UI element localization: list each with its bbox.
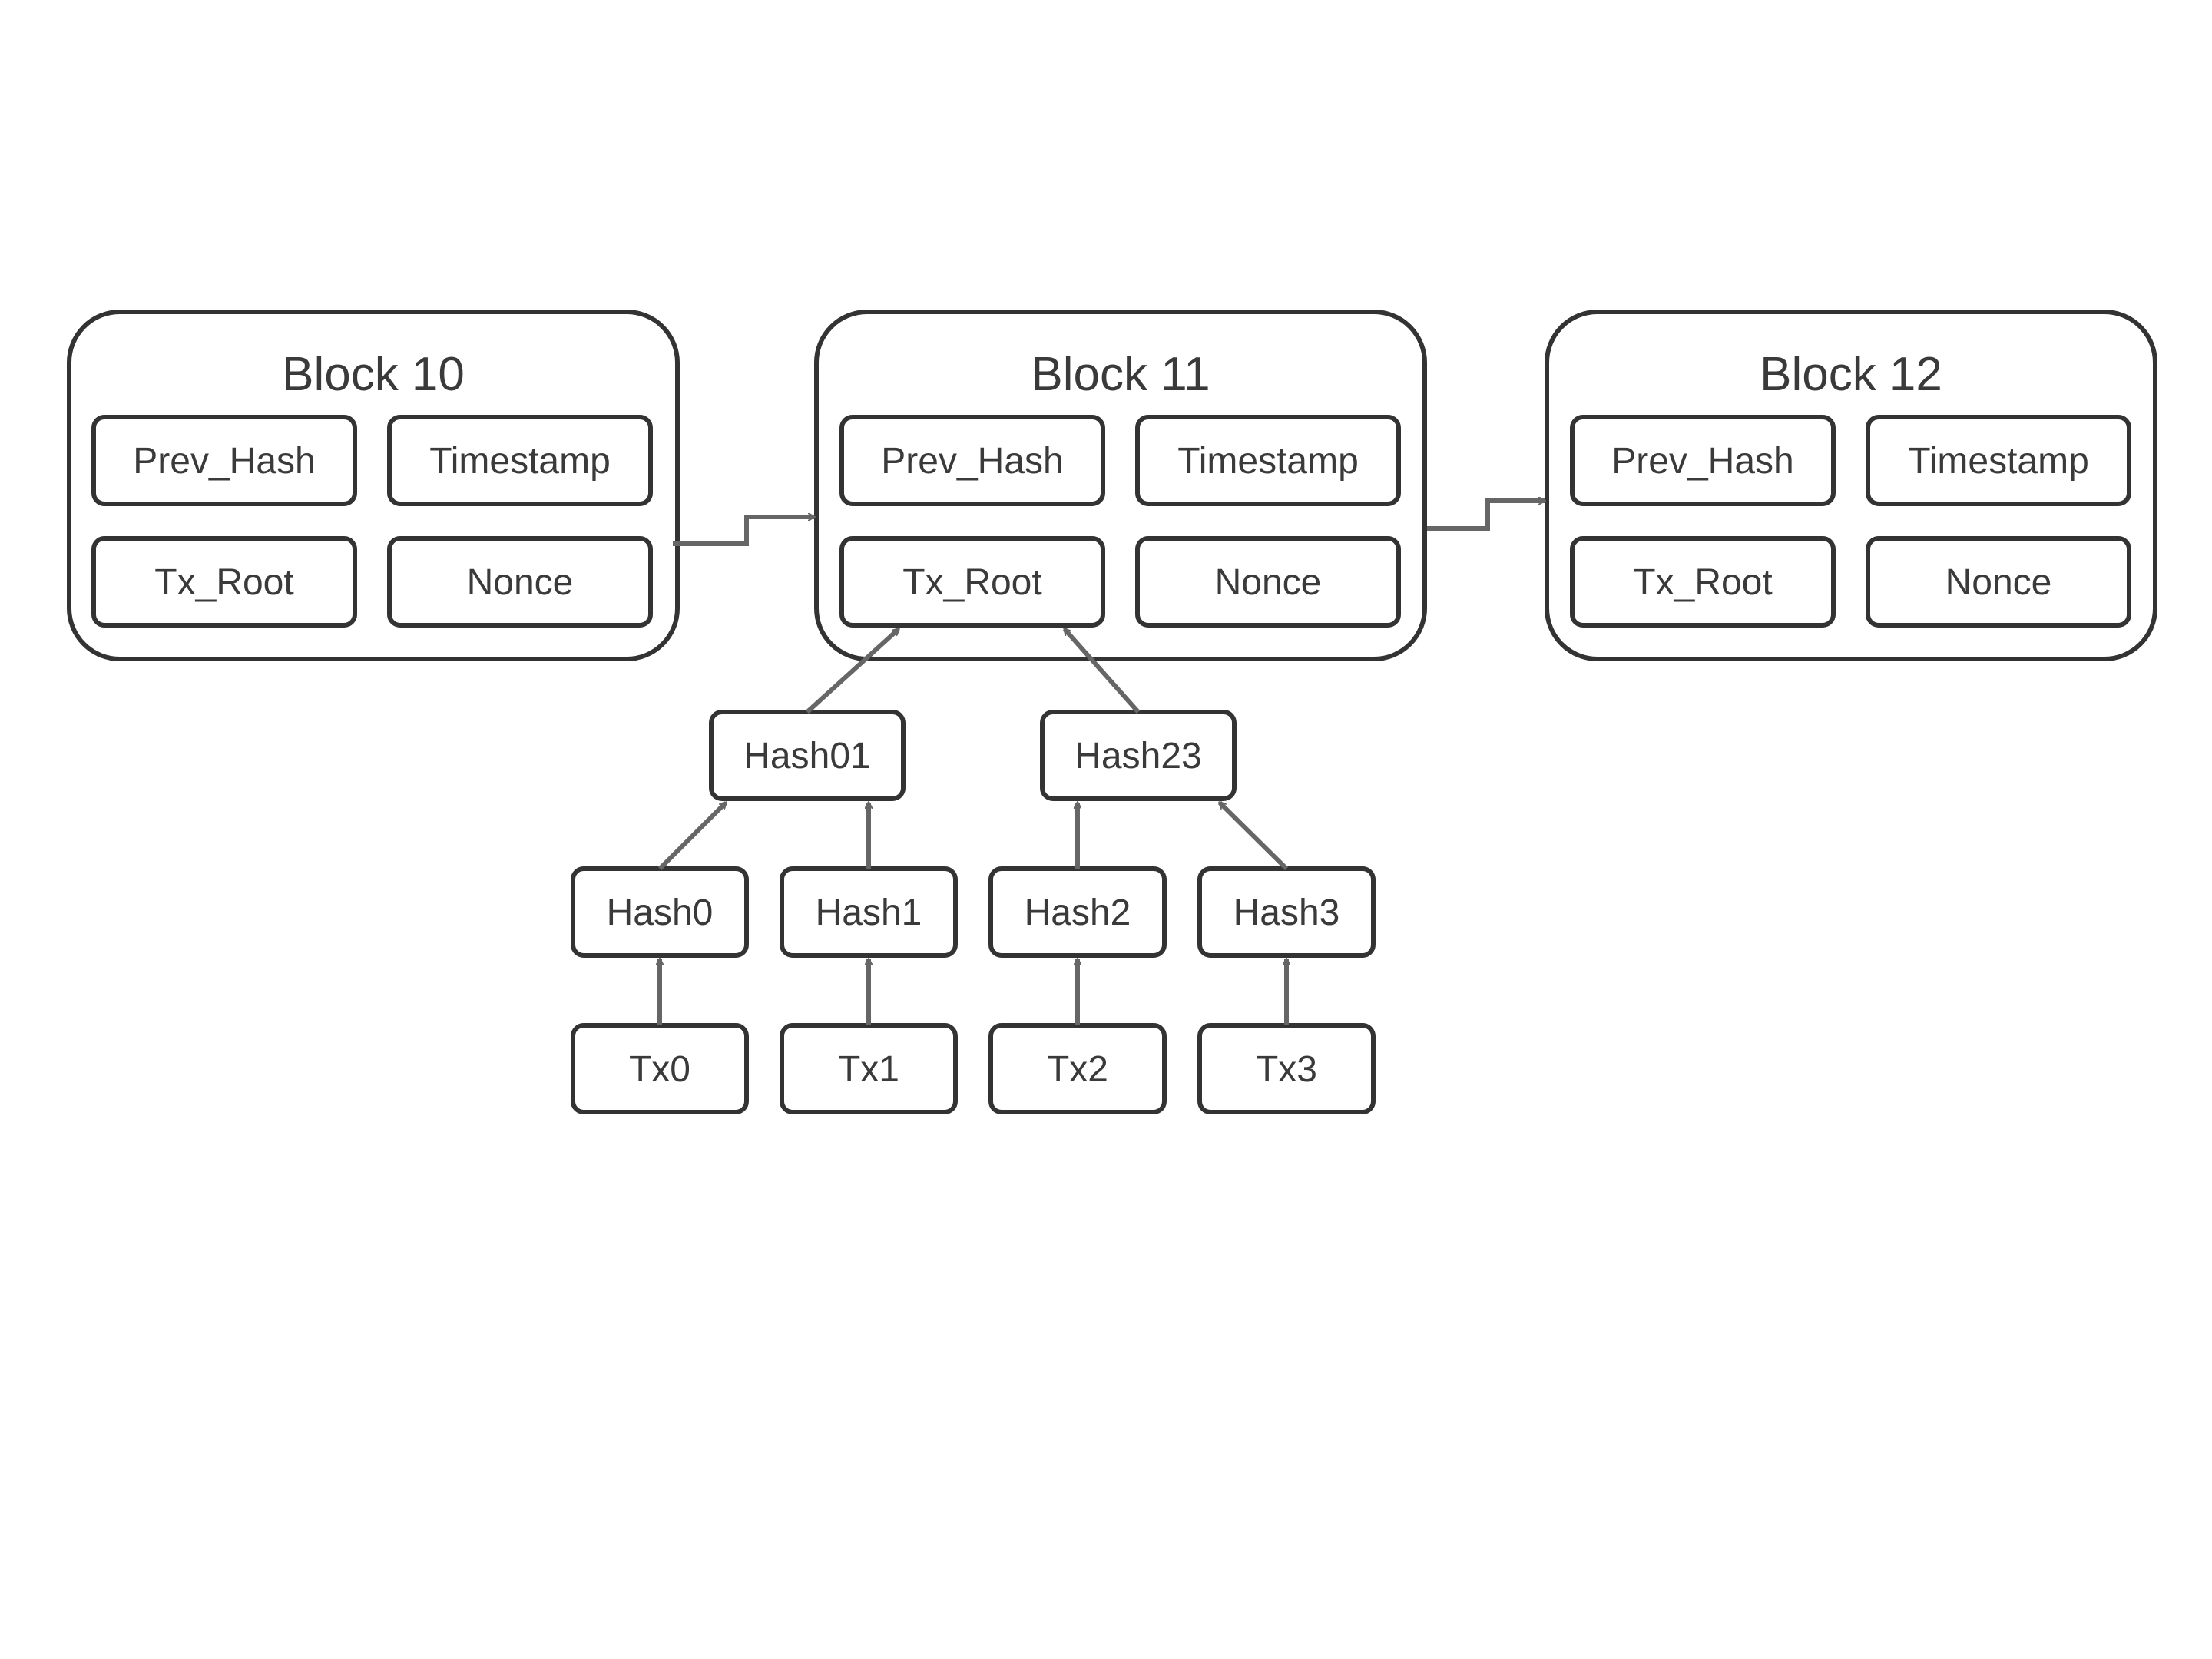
merkle-node-hash23: Hash23 xyxy=(1040,710,1237,801)
hash3-label: Hash3 xyxy=(1233,892,1340,933)
arrow-hash23-to-tx-root xyxy=(1062,629,1141,714)
block-10: Block 10 Prev_Hash Timestamp Tx_Root Non… xyxy=(67,310,680,661)
block-12-field-prev-hash: Prev_Hash xyxy=(1570,415,1836,506)
hash01-label: Hash01 xyxy=(743,736,870,777)
timestamp-label: Timestamp xyxy=(1177,441,1359,482)
tx-root-label: Tx_Root xyxy=(902,562,1041,603)
arrow-hash0-to-hash01 xyxy=(657,803,726,871)
transaction-tx2: Tx2 xyxy=(988,1023,1167,1114)
timestamp-label: Timestamp xyxy=(429,441,611,482)
block-12-field-tx-root: Tx_Root xyxy=(1570,536,1836,628)
arrow-hash3-to-hash23 xyxy=(1220,803,1289,871)
block-11-field-timestamp: Timestamp xyxy=(1135,415,1401,506)
hash23-label: Hash23 xyxy=(1075,736,1201,777)
block-10-field-prev-hash: Prev_Hash xyxy=(91,415,357,506)
nonce-label: Nonce xyxy=(1945,562,2052,603)
chain-arrow-block11-to-block12 xyxy=(1427,501,1545,531)
nonce-label: Nonce xyxy=(467,562,574,603)
nonce-label: Nonce xyxy=(1215,562,1322,603)
tx0-label: Tx0 xyxy=(629,1049,690,1090)
merkle-node-hash01: Hash01 xyxy=(709,710,906,801)
tx3-label: Tx3 xyxy=(1256,1049,1317,1090)
hash2-label: Hash2 xyxy=(1025,892,1131,933)
block-11-title: Block 11 xyxy=(1031,348,1210,401)
merkle-node-hash2: Hash2 xyxy=(988,866,1167,958)
transaction-tx0: Tx0 xyxy=(571,1023,749,1114)
timestamp-label: Timestamp xyxy=(1908,441,2089,482)
block-12-field-timestamp: Timestamp xyxy=(1866,415,2131,506)
transaction-tx3: Tx3 xyxy=(1197,1023,1376,1114)
block-11: Block 11 Prev_Hash Timestamp Tx_Root Non… xyxy=(814,310,1427,661)
hash1-label: Hash1 xyxy=(816,892,922,933)
tx1-label: Tx1 xyxy=(838,1049,899,1090)
prev-hash-label: Prev_Hash xyxy=(881,441,1063,482)
block-12-field-nonce: Nonce xyxy=(1866,536,2131,628)
tx2-label: Tx2 xyxy=(1047,1049,1108,1090)
block-10-field-tx-root: Tx_Root xyxy=(91,536,357,628)
block-12: Block 12 Prev_Hash Timestamp Tx_Root Non… xyxy=(1545,310,2157,661)
block-11-field-nonce: Nonce xyxy=(1135,536,1401,628)
hash0-label: Hash0 xyxy=(607,892,714,933)
chain-arrow-block10-to-block11 xyxy=(673,517,814,546)
block-10-field-nonce: Nonce xyxy=(387,536,653,628)
arrow-hash01-to-tx-root xyxy=(805,627,899,714)
block-12-title: Block 12 xyxy=(1760,348,1942,401)
block-11-field-prev-hash: Prev_Hash xyxy=(839,415,1105,506)
block-10-field-timestamp: Timestamp xyxy=(387,415,653,506)
tx-root-label: Tx_Root xyxy=(154,562,293,603)
block-10-title: Block 10 xyxy=(282,348,465,401)
prev-hash-label: Prev_Hash xyxy=(1611,441,1793,482)
transaction-tx1: Tx1 xyxy=(780,1023,958,1114)
block-11-field-tx-root: Tx_Root xyxy=(839,536,1105,628)
prev-hash-label: Prev_Hash xyxy=(133,441,315,482)
merkle-node-hash1: Hash1 xyxy=(780,866,958,958)
merkle-node-hash3: Hash3 xyxy=(1197,866,1376,958)
merkle-node-hash0: Hash0 xyxy=(571,866,749,958)
tx-root-label: Tx_Root xyxy=(1633,562,1772,603)
